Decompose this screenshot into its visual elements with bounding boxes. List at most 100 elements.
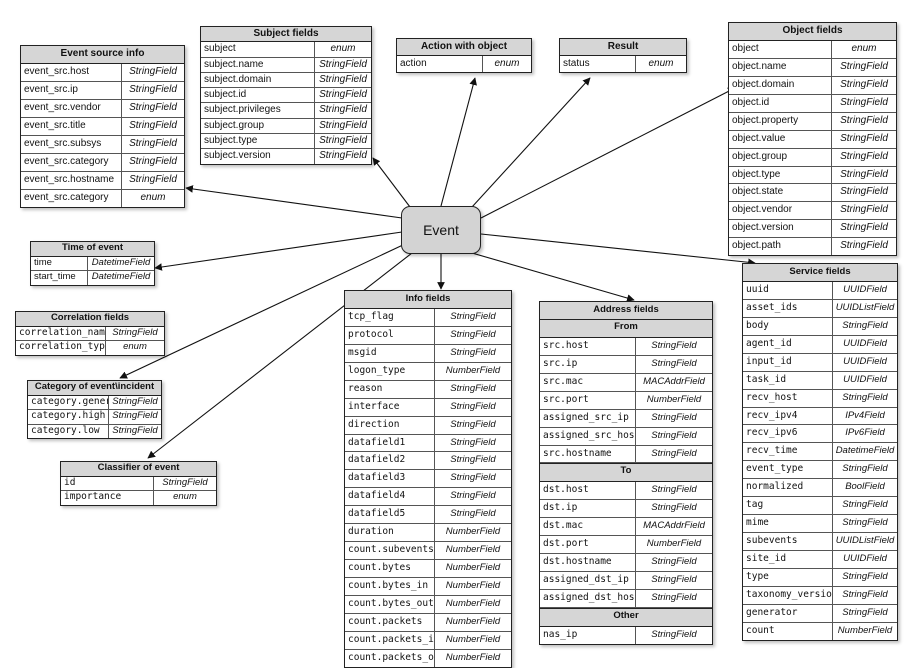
table-row: assigned_dst_host StringField [540, 590, 712, 608]
field-name: src.mac [540, 373, 636, 391]
field-type: StringField [842, 499, 888, 511]
field-name: object.value [729, 130, 832, 148]
field-type: enum [648, 58, 674, 69]
field-type: StringField [840, 114, 888, 126]
field-name: subject.domain [201, 72, 315, 88]
field-type: StringField [840, 60, 888, 72]
field-type: StringField [112, 424, 158, 436]
field-type: StringField [450, 454, 496, 466]
field-name: object.name [729, 58, 832, 76]
field-type: StringField [450, 436, 496, 448]
field-type: StringField [651, 592, 697, 603]
field-type: UUIDField [843, 283, 887, 295]
field-name: subject.version [201, 149, 315, 164]
table-body: category.genericStringFieldcategory.high… [28, 395, 161, 438]
field-name: correlation_name [16, 326, 106, 340]
field-name: action [397, 56, 483, 72]
field-name: count.bytes_out [345, 595, 435, 613]
field-type: StringField [129, 138, 177, 149]
field-type: MACAddrField [643, 375, 705, 387]
field-name: subevents [743, 533, 833, 550]
field-type: enum [123, 341, 147, 352]
field-type: StringField [651, 628, 697, 640]
field-name: src.host [540, 337, 636, 355]
field-name: subject.type [201, 134, 315, 149]
field-type: NumberField [646, 393, 702, 405]
field-type: StringField [842, 319, 888, 331]
field-name: assigned_dst_host [540, 590, 636, 607]
field-name: dst.host [540, 482, 636, 500]
field-type: StringField [651, 447, 697, 459]
table-title: Time of event [31, 242, 154, 257]
field-name: msgid [345, 344, 435, 362]
field-name: tag [743, 497, 833, 515]
table-title: Address fields [540, 302, 712, 320]
field-name: recv_ipv4 [743, 407, 833, 425]
field-name: dst.port [540, 536, 636, 554]
field-type: StringField [129, 174, 177, 185]
field-type: DatetimeField [91, 271, 151, 282]
field-name: object.property [729, 112, 832, 130]
field-type: MACAddrField [643, 520, 705, 532]
field-type: StringField [129, 84, 177, 95]
field-name: dst.hostname [540, 554, 636, 572]
field-type: StringField [651, 339, 697, 351]
field-name: datafield4 [345, 488, 435, 506]
table-row: dst.mac MACAddrField [540, 518, 712, 537]
table-title: Correlation fields [16, 312, 164, 327]
field-name: subject.group [201, 118, 315, 134]
field-type: NumberField [445, 562, 501, 574]
field-name: dst.mac [540, 518, 636, 536]
field-name: normalized [743, 479, 833, 497]
field-type: UUIDListField [835, 535, 895, 547]
field-type: NumberField [445, 580, 501, 591]
field-type: DatetimeField [91, 256, 151, 268]
field-name: count.subevents [345, 542, 435, 560]
field-type: UUIDField [843, 373, 887, 385]
field-name: event_src.title [21, 118, 122, 135]
field-name: uuid [743, 281, 833, 299]
field-name: agent_id [743, 335, 833, 353]
field-type: StringField [651, 411, 697, 423]
field-type: StringField [129, 102, 177, 113]
event-node: Event [401, 206, 481, 254]
arrow-to-event-source [185, 185, 403, 219]
field-type: StringField [450, 310, 496, 322]
field-type: UUIDField [843, 355, 887, 367]
field-type: NumberField [445, 633, 501, 645]
